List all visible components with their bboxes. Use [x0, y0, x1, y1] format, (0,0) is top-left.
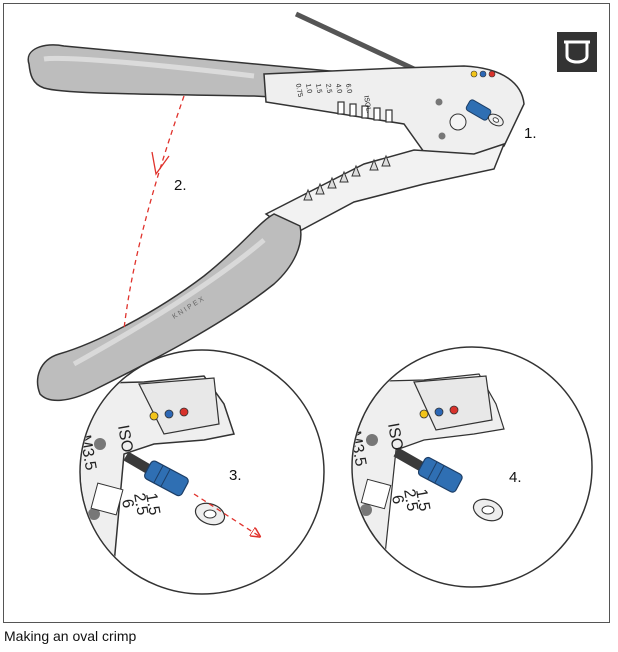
- svg-text:2.5: 2.5: [324, 83, 333, 94]
- die-label-m35: M3.5: [76, 434, 99, 472]
- die-size-6: 6: [388, 494, 406, 506]
- svg-text:1.0: 1.0: [304, 83, 313, 94]
- pivot-hole: [449, 113, 467, 131]
- die-label-m2: M2: [70, 532, 91, 557]
- squeeze-arrow-head: [151, 151, 170, 176]
- die-hole: [435, 98, 443, 106]
- detail-circle-step3: ISO M3.5 M2 1.5 2.5 6 3.: [70, 349, 325, 595]
- die-size-6: 6: [118, 498, 136, 510]
- die-dot-yellow: [470, 70, 478, 78]
- die-label-m35: M3.5: [346, 430, 369, 468]
- squeeze-arrow: [123, 95, 185, 330]
- figure-caption: Making an oval crimp: [4, 628, 137, 644]
- detail-circle-step4: ISO M3.5 M2 1.5 2.5 6 4.: [340, 346, 593, 588]
- svg-text:4.0: 4.0: [334, 83, 343, 94]
- die-size-15: 1.5: [142, 492, 163, 517]
- connector-step1: [465, 99, 504, 127]
- die-dot-red: [488, 70, 496, 78]
- step-2-label: 2.: [174, 177, 187, 194]
- die-size-15: 1.5: [412, 488, 433, 513]
- oval-crimp-icon: [557, 32, 597, 72]
- svg-text:0.75: 0.75: [294, 83, 303, 98]
- cutting-teeth: [303, 154, 391, 201]
- die-label-iso: ISO: [114, 424, 136, 454]
- upper-jaw: [263, 65, 525, 160]
- step-3-label: 3.: [229, 467, 242, 484]
- lower-jaw: [264, 142, 506, 235]
- illustration-frame: KNIPEX 6.0 4.0 2.5 1.5 1.0 0.75 ISOL. 1.…: [3, 3, 610, 623]
- svg-text:6.0: 6.0: [344, 83, 353, 94]
- die-label-m2: M2: [340, 528, 361, 553]
- die-hole: [438, 132, 446, 140]
- die-size-25: 2.5: [400, 488, 421, 513]
- die-size-25: 2.5: [130, 492, 151, 517]
- step-4-label: 4.: [509, 469, 522, 486]
- step-1-label: 1.: [524, 125, 537, 142]
- wire-top: [294, 11, 431, 79]
- die-dot-blue: [479, 70, 487, 78]
- svg-text:1.5: 1.5: [314, 83, 323, 94]
- die-label-iso: ISO: [384, 422, 406, 452]
- stripper-size-labels: 6.0 4.0 2.5 1.5 1.0 0.75 ISOL.: [294, 83, 372, 114]
- stripping-notches: [337, 101, 393, 123]
- crimping-illustration: KNIPEX 6.0 4.0 2.5 1.5 1.0 0.75 ISOL. 1.…: [27, 11, 597, 595]
- svg-text:ISOL.: ISOL.: [362, 95, 372, 114]
